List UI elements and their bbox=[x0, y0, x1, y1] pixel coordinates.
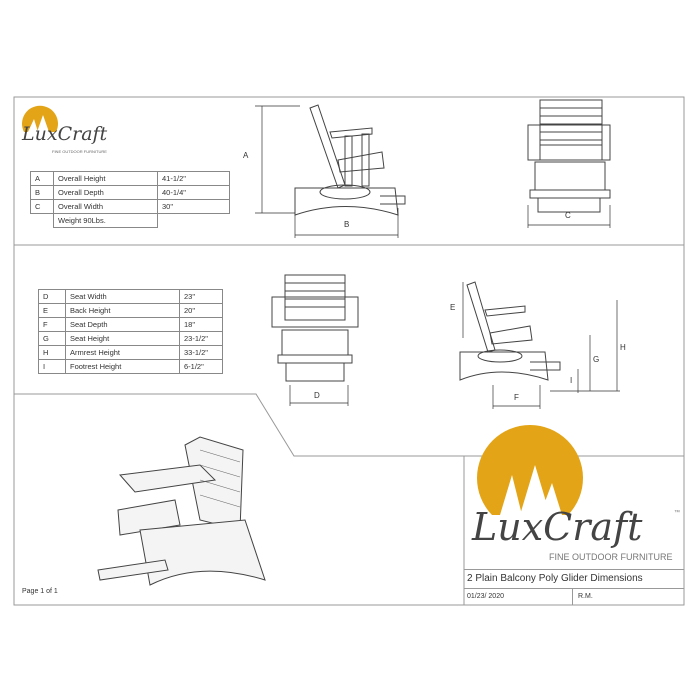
front-view-chair-detail bbox=[271, 274, 359, 382]
dimension-label-c: C bbox=[565, 211, 571, 220]
dimension-label-i: I bbox=[570, 376, 573, 385]
luxcraft-logo-large bbox=[477, 425, 583, 515]
section-divider bbox=[14, 393, 684, 457]
dimension-label-d: D bbox=[314, 391, 320, 400]
front-view-chair bbox=[527, 99, 611, 213]
weight: Weight 90Lbs. bbox=[53, 213, 158, 228]
drawing-author: R.M. bbox=[578, 593, 593, 600]
drawing-title: 2 Plain Balcony Poly Glider Dimensions bbox=[464, 569, 684, 589]
dimension-label-g: G bbox=[593, 355, 600, 364]
brand-tagline-small: FINE OUTDOOR FURNITURE bbox=[52, 149, 107, 154]
dimension-label-a: A bbox=[243, 151, 249, 160]
dimension-label-f: F bbox=[514, 393, 519, 402]
brand-tagline: FINE OUTDOOR FURNITURE bbox=[549, 552, 673, 562]
dimension-label-h: H bbox=[620, 343, 626, 352]
luxcraft-logo-small bbox=[22, 105, 58, 132]
dimension-label-e: E bbox=[450, 303, 456, 312]
side-view-chair-detail bbox=[459, 281, 561, 381]
brand-wordmark-large: LuxCraft bbox=[471, 505, 643, 549]
table-row: Weight 90Lbs. bbox=[31, 213, 230, 228]
sheet-frame bbox=[13, 96, 685, 606]
dimension-label-b: B bbox=[344, 220, 350, 229]
drawing-date: 01/23/ 2020 bbox=[467, 593, 504, 600]
side-view-chair bbox=[294, 104, 406, 216]
page-number: Page 1 of 1 bbox=[22, 588, 58, 595]
title-block-divider bbox=[572, 589, 573, 605]
perspective-view-chair bbox=[97, 436, 266, 586]
dimension-lines bbox=[255, 105, 620, 409]
brand-wordmark-small: LuxCraft bbox=[21, 123, 108, 145]
trademark: ™ bbox=[674, 510, 680, 516]
